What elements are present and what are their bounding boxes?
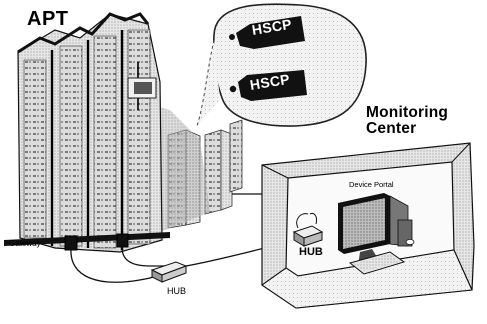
- gateway-label: Gateway: [9, 240, 41, 248]
- hub-box-network: [152, 262, 186, 282]
- monitoring-title-line1: Monitoring: [366, 105, 448, 121]
- monitoring-center-title: Monitoring Center: [366, 105, 448, 137]
- monitoring-title-line2: Center: [366, 121, 448, 137]
- apt-title: APT: [27, 9, 69, 29]
- hub-label-room: HUB: [299, 247, 323, 258]
- mouse: [406, 239, 414, 244]
- apartment-buildings: [4, 14, 242, 252]
- device-portal-label: Device Portal: [349, 181, 394, 189]
- hub-label-network: HUB: [167, 287, 186, 296]
